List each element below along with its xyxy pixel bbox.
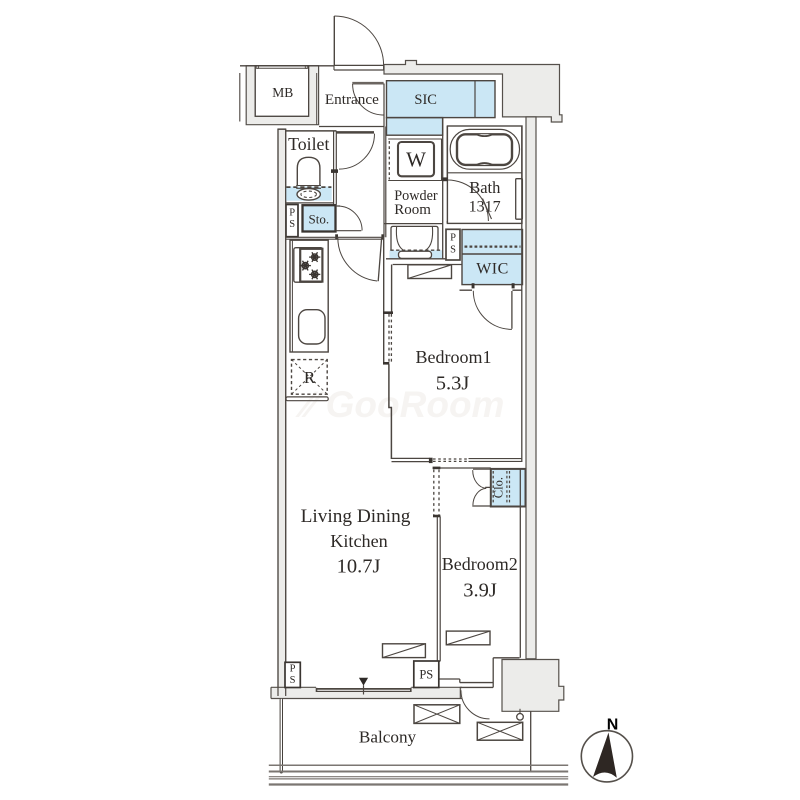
svg-text:Clo.: Clo. <box>491 477 505 498</box>
svg-text:3.9J: 3.9J <box>463 580 497 602</box>
svg-text:S: S <box>450 245 456 256</box>
svg-text:∕∕ GooRoom: ∕∕ GooRoom <box>295 384 504 425</box>
svg-text:W: W <box>406 148 426 172</box>
svg-text:5.3J: 5.3J <box>436 373 470 395</box>
svg-text:P: P <box>289 208 295 219</box>
svg-text:Living Dining: Living Dining <box>301 506 411 527</box>
svg-text:P: P <box>290 664 296 675</box>
svg-text:1317: 1317 <box>469 199 501 216</box>
svg-text:Bath: Bath <box>469 178 501 197</box>
svg-text:PS: PS <box>419 668 433 682</box>
svg-text:Balcony: Balcony <box>359 728 417 747</box>
svg-text:Toilet: Toilet <box>288 134 329 154</box>
svg-text:Entrance: Entrance <box>325 91 379 108</box>
svg-text:Sto.: Sto. <box>309 211 330 226</box>
svg-text:P: P <box>450 233 456 244</box>
svg-text:Kitchen: Kitchen <box>330 531 388 551</box>
svg-text:10.7J: 10.7J <box>337 556 381 578</box>
svg-text:Bedroom2: Bedroom2 <box>442 554 518 574</box>
svg-text:Room: Room <box>394 202 431 218</box>
svg-text:MB: MB <box>272 85 293 100</box>
svg-text:Bedroom1: Bedroom1 <box>416 347 492 367</box>
svg-text:R: R <box>304 368 316 387</box>
svg-text:S: S <box>289 219 295 230</box>
svg-text:SIC: SIC <box>414 92 437 108</box>
svg-text:Powder: Powder <box>394 188 438 204</box>
svg-text:WIC: WIC <box>476 261 509 278</box>
svg-text:N: N <box>607 717 619 734</box>
svg-text:S: S <box>290 675 296 686</box>
